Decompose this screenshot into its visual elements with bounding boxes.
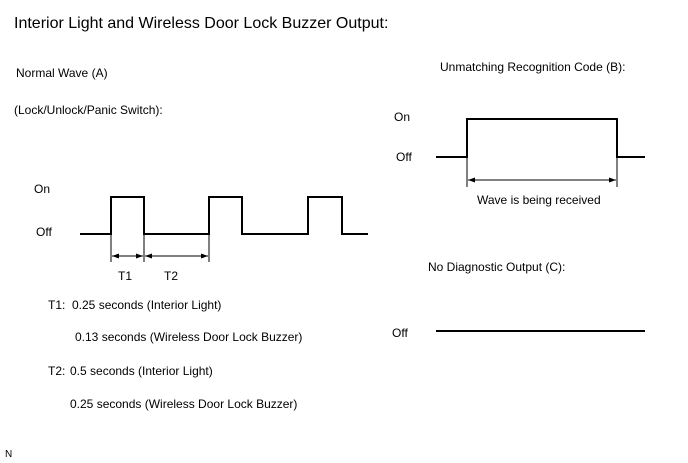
unmatching-off-label: Off bbox=[396, 150, 412, 164]
unmatching-heading: Unmatching Recognition Code (B): bbox=[440, 60, 626, 74]
normal-wave-subheading: (Lock/Unlock/Panic Switch): bbox=[14, 103, 163, 117]
t2-prefix: T2: bbox=[48, 364, 66, 378]
no-output-heading: No Diagnostic Output (C): bbox=[428, 260, 566, 274]
wave-received-label: Wave is being received bbox=[477, 193, 601, 207]
t1-door-lock-buzzer: 0.13 seconds (Wireless Door Lock Buzzer) bbox=[75, 330, 303, 344]
t2-door-lock-buzzer: 0.25 seconds (Wireless Door Lock Buzzer) bbox=[70, 397, 298, 411]
t1-label: T1 bbox=[118, 269, 133, 283]
no-output-off-label: Off bbox=[392, 326, 408, 340]
normal-wave-heading: Normal Wave (A) bbox=[16, 66, 108, 80]
normal-pulse-wave bbox=[80, 196, 368, 235]
unmatching-on-label: On bbox=[394, 110, 411, 124]
t2-interior-light: 0.5 seconds (Interior Light) bbox=[70, 364, 213, 378]
t1-interior-light: 0.25 seconds (Interior Light) bbox=[72, 298, 222, 312]
normal-wave-on-label: On bbox=[34, 182, 51, 196]
t2-label: T2 bbox=[164, 269, 179, 283]
diagram-title: Interior Light and Wireless Door Lock Bu… bbox=[14, 15, 389, 32]
unmatching-wave bbox=[436, 118, 645, 158]
t1-prefix: T1: bbox=[48, 298, 66, 312]
normal-wave-off-label: Off bbox=[36, 225, 52, 239]
footer-mark: N bbox=[5, 449, 13, 460]
